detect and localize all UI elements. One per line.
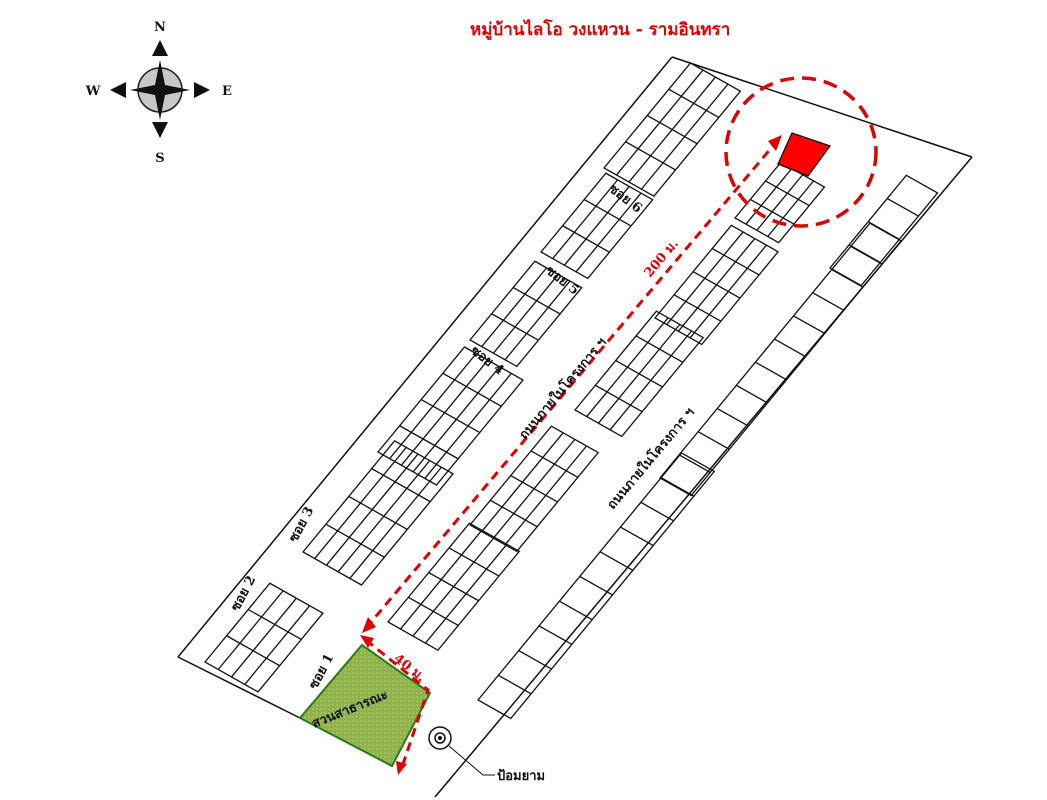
route-200m bbox=[362, 135, 782, 633]
target-plot[interactable] bbox=[777, 132, 832, 177]
guard-post-icon bbox=[428, 726, 495, 776]
block-mid-1 bbox=[387, 522, 521, 651]
guard-post-label: ป้อมยาม bbox=[497, 768, 545, 784]
block-east-1 bbox=[477, 452, 716, 720]
compass-icon: N S E W bbox=[85, 20, 232, 166]
block-soi4a bbox=[377, 346, 524, 486]
distance-200-label: 200 ม. bbox=[642, 237, 682, 281]
compass-w: W bbox=[85, 84, 101, 99]
map-title: หมู่บ้านไลโอ วงแหวน - รามอินทรา bbox=[470, 20, 731, 40]
soi-5-label: ซอย 5 bbox=[543, 263, 582, 298]
block-mid-2 bbox=[469, 425, 600, 553]
soi-4-label: ซอย 4 bbox=[468, 343, 507, 378]
block-mid-3 bbox=[574, 310, 705, 438]
public-park[interactable] bbox=[298, 643, 432, 768]
compass-e: E bbox=[222, 84, 232, 99]
highlight-circle bbox=[724, 76, 878, 228]
block-mid-5 bbox=[734, 161, 826, 244]
soi-2-label: ซอย 2 bbox=[228, 573, 259, 613]
block-soi5 bbox=[469, 260, 583, 368]
house-plots bbox=[204, 62, 939, 720]
compass-s: S bbox=[155, 151, 164, 166]
block-soi2 bbox=[204, 582, 324, 693]
block-soi5b bbox=[540, 172, 654, 280]
village-boundary bbox=[177, 56, 973, 798]
block-east-3 bbox=[829, 174, 939, 287]
soi-6-label: ซอย 6 bbox=[606, 181, 645, 216]
compass-n: N bbox=[154, 20, 166, 35]
block-mid-4 bbox=[654, 224, 780, 346]
route-40m bbox=[360, 635, 430, 775]
block-soi3 bbox=[302, 439, 455, 586]
block-east-2 bbox=[659, 222, 903, 497]
block-soi6 bbox=[603, 62, 742, 197]
soi-3-label: ซอย 3 bbox=[286, 504, 317, 544]
